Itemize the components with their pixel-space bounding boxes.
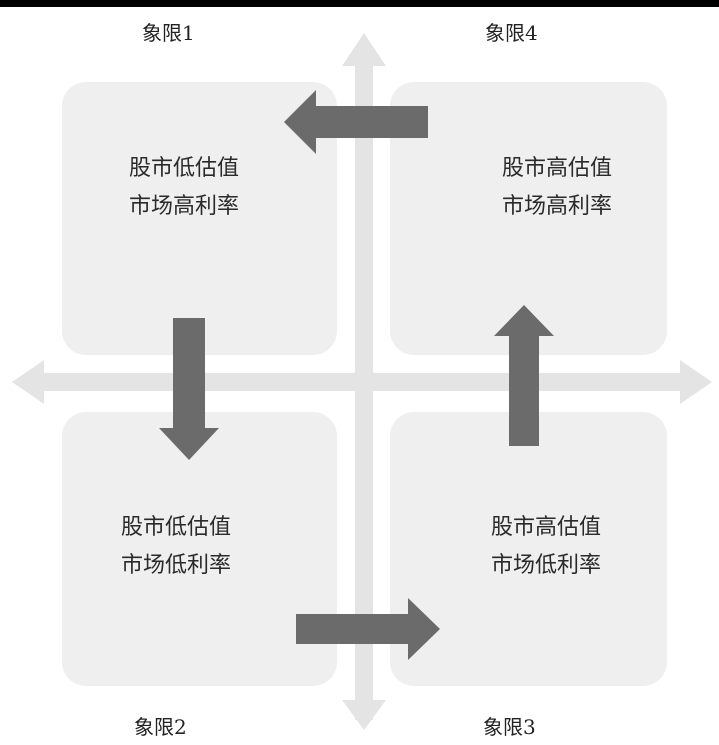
quadrant-2-rate: 市场低利率: [120, 553, 231, 578]
quadrant-3-valuation: 股市高估值: [490, 515, 601, 540]
arrow-quadrant-3-to-4: [494, 305, 554, 446]
arrow-quadrant-1-to-2: [159, 318, 219, 460]
right-axis-arrowhead: [680, 360, 712, 404]
quadrant-4-box: [390, 82, 667, 355]
quadrant-4-valuation: 股市高估值: [501, 156, 612, 181]
top-axis-arrowhead: [342, 33, 386, 66]
arrow-quadrant-2-to-3: [296, 598, 440, 660]
quadrant-2-box: [62, 412, 337, 686]
quadrant-1-valuation: 股市低估值: [128, 156, 239, 181]
vertical-axis: [355, 60, 373, 720]
quadrant-boxes: [62, 82, 667, 686]
bottom-axis-arrowhead: [342, 700, 386, 730]
transition-arrows: [159, 90, 554, 660]
quadrant-4-label: 象限4: [485, 21, 538, 45]
arrow-quadrant-4-to-1: [284, 90, 428, 154]
quadrant-1-box: [62, 82, 337, 355]
quadrant-1-text: 股市低估值 市场高利率: [74, 150, 294, 226]
quadrant-2-valuation: 股市低估值: [120, 515, 231, 540]
left-axis-arrowhead: [12, 360, 44, 404]
quadrant-3-box: [390, 412, 667, 686]
quadrant-4-text: 股市高估值 市场高利率: [447, 150, 667, 226]
quadrant-3-rate: 市场低利率: [490, 553, 601, 578]
quadrant-3-label: 象限3: [483, 715, 536, 739]
quadrant-3-text: 股市高估值 市场低利率: [436, 509, 656, 585]
quadrant-2-label: 象限2: [134, 715, 187, 739]
quadrant-4-rate: 市场高利率: [501, 194, 612, 219]
top-border: [0, 0, 719, 7]
quadrant-1-label: 象限1: [142, 21, 195, 45]
quadrant-2-text: 股市低估值 市场低利率: [66, 509, 286, 585]
quadrant-1-rate: 市场高利率: [128, 194, 239, 219]
